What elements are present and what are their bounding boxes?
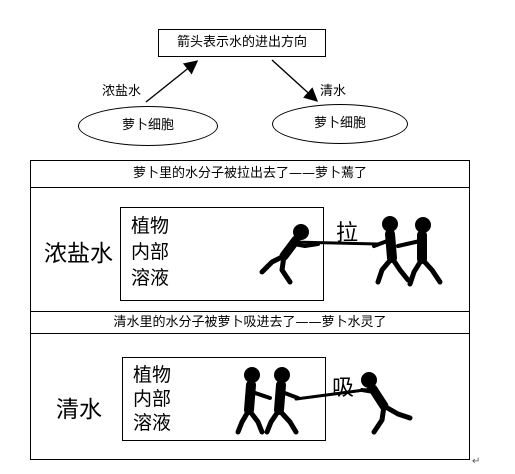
- row2-inner-line-1: 植物: [133, 364, 172, 386]
- row1-inner-line-3: 溶液: [131, 267, 170, 289]
- comparison-table: [30, 160, 470, 460]
- puller-person-1-icon: [372, 216, 411, 285]
- arrow-out-icon: [145, 60, 199, 103]
- return-mark-icon: ↵: [472, 456, 481, 467]
- row1-header: 萝卜里的水分子被拉出去了——萝卜蔫了: [132, 166, 367, 181]
- puller-person-3-icon: [235, 367, 272, 435]
- falling-person-2-icon: [360, 372, 413, 435]
- clear-water-label: 清水: [320, 84, 347, 99]
- arrow-in-icon: [271, 59, 319, 102]
- row2-inner-line-2: 内部: [133, 388, 172, 410]
- puller-person-4-icon: [264, 367, 300, 435]
- row2-inner-line-3: 溶液: [133, 412, 172, 434]
- falling-person-icon: [259, 224, 320, 285]
- row1-divider: [30, 187, 470, 188]
- row2-top-divider: [30, 311, 470, 312]
- puller-person-2-icon: [396, 217, 443, 287]
- direction-title: 箭头表示水的进出方向: [158, 29, 326, 57]
- row1-label: 浓盐水: [44, 241, 113, 267]
- row2-header: 清水里的水分子被萝卜吸进去了——萝卜水灵了: [113, 315, 387, 330]
- row2-inner-box: 植物 内部 溶液: [122, 357, 326, 441]
- row2-label: 清水: [56, 397, 102, 423]
- row1-inner-line-1: 植物: [131, 215, 170, 237]
- rope-row2-icon: [294, 387, 374, 401]
- radish-cell-left: 萝卜细胞: [78, 106, 218, 146]
- salt-water-label: 浓盐水: [102, 84, 142, 99]
- row1-verb: 拉: [336, 221, 359, 246]
- row1-inner-line-2: 内部: [131, 241, 170, 263]
- rope-row1-icon: [290, 240, 380, 246]
- radish-cell-right: 萝卜细胞: [272, 104, 408, 144]
- row2-divider: [30, 333, 470, 334]
